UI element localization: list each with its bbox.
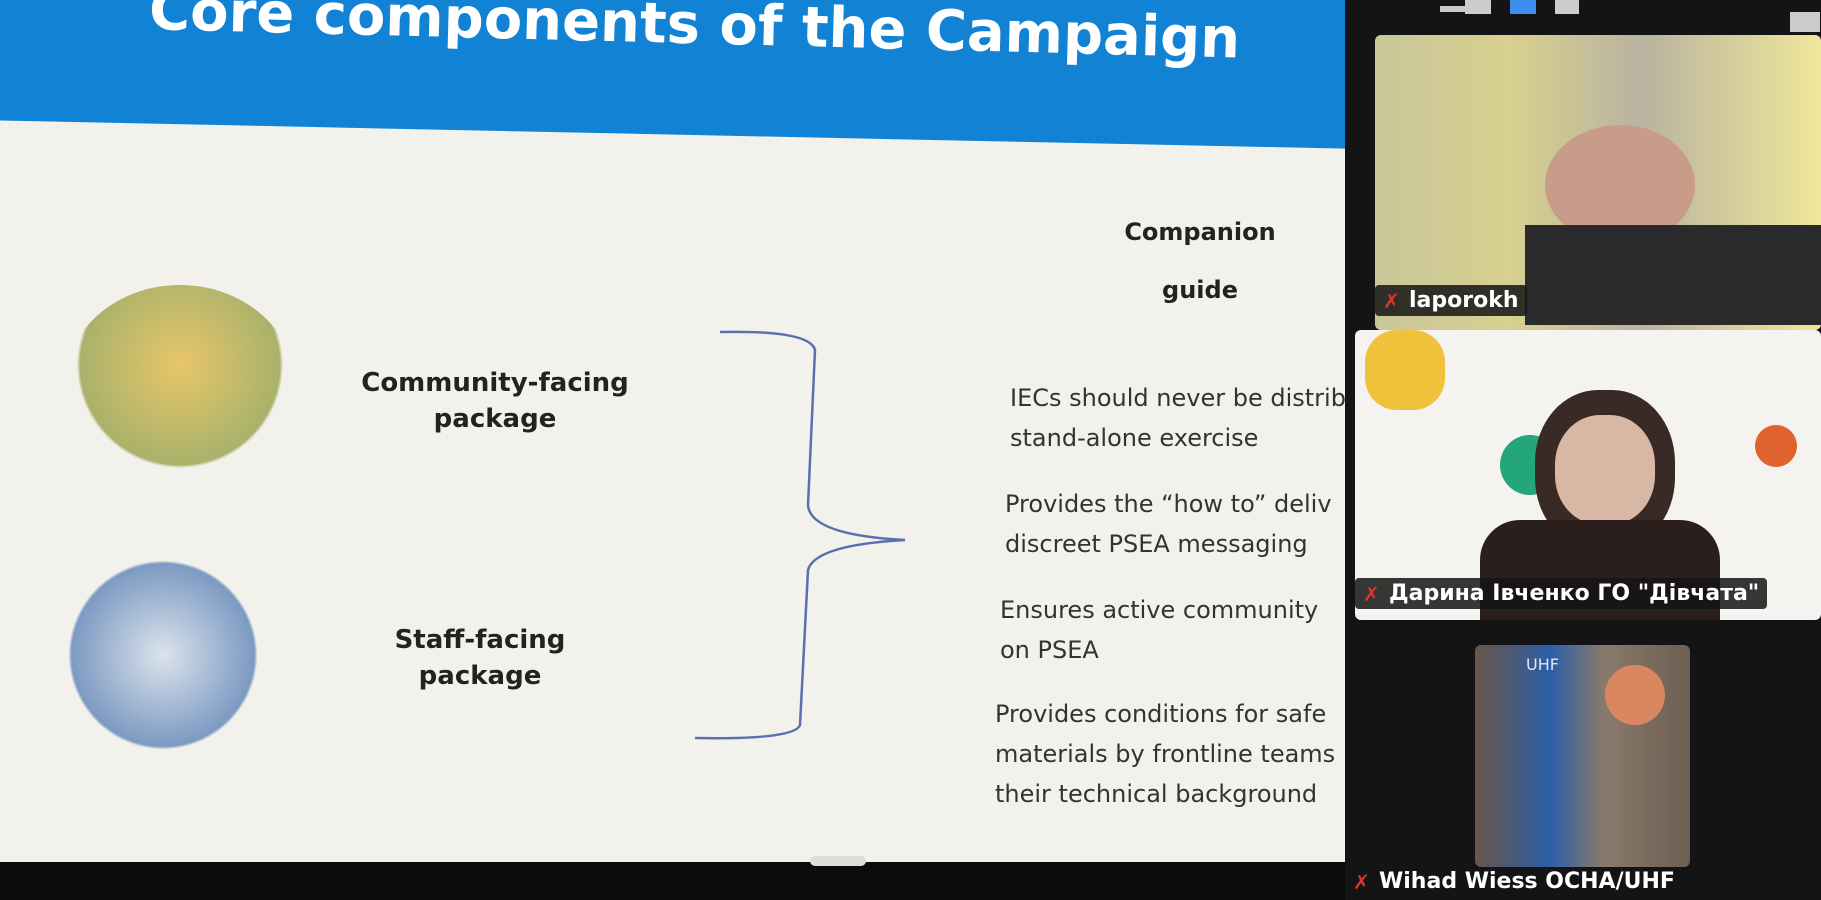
tile-overlay-text: UHF [1526, 655, 1559, 674]
shared-slide: Core components of the Campaign Communit… [0, 0, 1370, 862]
bullet-line: Provides conditions for safe [995, 700, 1327, 728]
fullscreen-icon[interactable] [1790, 12, 1820, 32]
participant-name: ✗ Wihad Wiess OCHA/UHF [1345, 866, 1683, 897]
mic-muted-icon: ✗ [1383, 289, 1400, 313]
bullet-line: Provides the “how to” deliv [1005, 490, 1332, 518]
companion-guide-line-2: guide [1162, 276, 1238, 304]
bullet-line: on PSEA [1000, 636, 1099, 664]
minimize-icon[interactable] [1440, 6, 1468, 12]
community-illustration [65, 285, 295, 485]
gallery-view-icon[interactable] [1510, 0, 1536, 14]
brace-connector [694, 330, 906, 740]
community-package-line-2: package [433, 404, 557, 434]
bullet-3: Ensures active community on PSEA [1000, 590, 1360, 670]
participant-name: ✗ Дарина Івченко ГО "Дівчата" [1355, 578, 1768, 609]
bullet-line: IECs should never be distrib [1010, 384, 1346, 412]
staff-package-line-2: package [418, 661, 542, 691]
bullet-1: IECs should never be distrib stand-alone … [1010, 378, 1370, 458]
participant-name-text: Wihad Wiess OCHA/UHF [1379, 869, 1675, 894]
participant-tile-3[interactable]: UHF [1475, 645, 1690, 867]
community-package-label: Community-facing package [340, 368, 650, 434]
companion-guide-label: Companion guide [1090, 218, 1310, 304]
bullet-2: Provides the “how to” deliv discreet PSEA… [1005, 484, 1365, 564]
background-shape [1365, 330, 1445, 410]
grid-icon[interactable] [1555, 0, 1579, 14]
drag-handle[interactable] [810, 856, 866, 866]
participant-name-text: laporokh [1409, 288, 1519, 313]
mic-muted-icon: ✗ [1353, 870, 1370, 894]
participant-tile-2[interactable]: ✗ Дарина Івченко ГО "Дівчата" [1355, 330, 1821, 620]
staff-package-label: Staff-facing package [340, 625, 620, 691]
bullet-line: materials by frontline teams [995, 740, 1336, 768]
participant-name-text: Дарина Івченко ГО "Дівчата" [1389, 581, 1760, 606]
bullet-line: Ensures active community [1000, 596, 1319, 624]
bullet-line: their technical background [995, 780, 1318, 808]
participant-video [1605, 665, 1665, 725]
bullet-line: discreet PSEA messaging [1005, 530, 1308, 558]
speaker-view-icon[interactable] [1465, 0, 1491, 14]
participant-tile-1[interactable]: ✗ laporokh [1375, 35, 1821, 330]
participants-panel: ✗ laporokh ✗ Дарина Івченко ГО "Дівчата" U… [1345, 0, 1821, 900]
staff-package-line-1: Staff-facing [394, 625, 566, 655]
participant-name: ✗ laporokh [1375, 285, 1527, 316]
bullet-4: Provides conditions for safe materials by… [995, 694, 1355, 814]
participant-video [1555, 415, 1655, 525]
bullet-line: stand-alone exercise [1010, 424, 1259, 452]
background-shape [1755, 425, 1797, 467]
staff-illustration [48, 555, 278, 755]
community-package-line-1: Community-facing [361, 368, 629, 398]
participant-video [1525, 225, 1821, 325]
mic-muted-icon: ✗ [1363, 582, 1380, 606]
meeting-toolbar [0, 856, 1345, 900]
companion-guide-line-1: Companion [1124, 218, 1276, 246]
